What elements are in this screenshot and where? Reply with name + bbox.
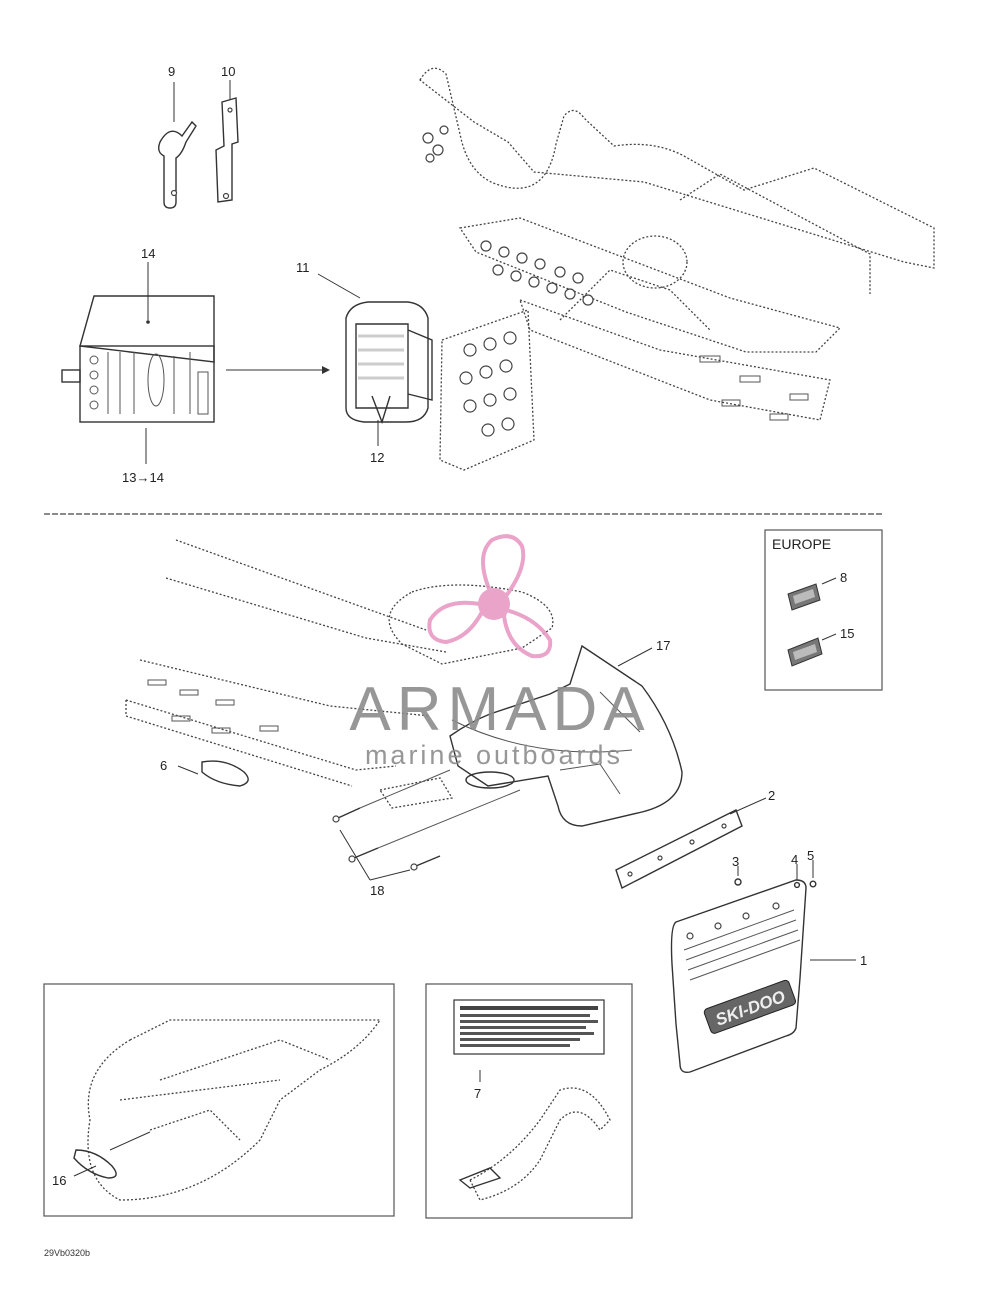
callout-6: 6 [160, 758, 167, 773]
europe-inset-title: EUROPE [772, 536, 831, 552]
callout-3: 3 [732, 854, 739, 869]
flat-key-part [215, 97, 239, 203]
callout-5: 5 [807, 848, 814, 863]
chassis-frame [419, 67, 935, 421]
callout-9: 9 [168, 64, 175, 79]
tool-kit-contents [89, 352, 209, 415]
tool-holder-part [345, 301, 433, 425]
warning-label [453, 999, 605, 1055]
ski-doo-logo: SKI-DOO [703, 979, 797, 1034]
callout-8: 8 [840, 570, 847, 585]
spanner-wrench-part [157, 120, 197, 209]
callout-17: 17 [656, 638, 670, 653]
reflector-part-15 [787, 637, 823, 667]
frame-holes [422, 125, 594, 306]
rivet-part-5 [809, 880, 817, 888]
snow-flap-part: SKI-DOO [670, 879, 807, 1074]
washer-part-4 [793, 881, 801, 889]
callout-10: 10 [221, 64, 235, 79]
tool-kit-box [61, 295, 215, 423]
mudguard-inset: 7 [425, 983, 633, 1219]
side-deflector [378, 777, 454, 809]
grommet-part-16 [73, 1149, 117, 1179]
callout-18: 18 [370, 883, 384, 898]
reflector-part-8 [787, 583, 821, 611]
mounting-bracket [439, 309, 535, 471]
grommet-part-6 [201, 760, 249, 787]
mud-guard-part [458, 1087, 611, 1201]
callout-1: 1 [860, 953, 867, 968]
watermark-brand: ARMADA [349, 675, 650, 744]
callout-4: 4 [791, 852, 798, 867]
callout-14: 14 [141, 246, 155, 261]
armada-watermark: ARMADA marine outboards [349, 534, 650, 770]
callout-16: 16 [52, 1173, 66, 1188]
frame-slots [699, 355, 809, 421]
screws-part-18 [332, 769, 521, 871]
watermark-tagline: marine outboards [365, 740, 623, 770]
figure-code: 29Vb0320b [44, 1248, 90, 1258]
callout-7: 7 [474, 1086, 481, 1101]
callout-13-14: 13→14 [122, 470, 164, 485]
callout-15: 15 [840, 626, 854, 641]
rear-cover-part [449, 644, 683, 827]
callout-12: 12 [370, 450, 384, 465]
callout-11: 11 [296, 260, 310, 275]
rear-tunnel-frame [125, 539, 554, 787]
underside-inset: 16 [43, 983, 395, 1217]
nut-part-3 [734, 878, 742, 886]
callout-2: 2 [768, 788, 775, 803]
mounting-strip-part-2 [615, 809, 743, 889]
europe-inset: EUROPE 8 15 [764, 529, 883, 691]
propeller-logo-icon [427, 534, 553, 659]
